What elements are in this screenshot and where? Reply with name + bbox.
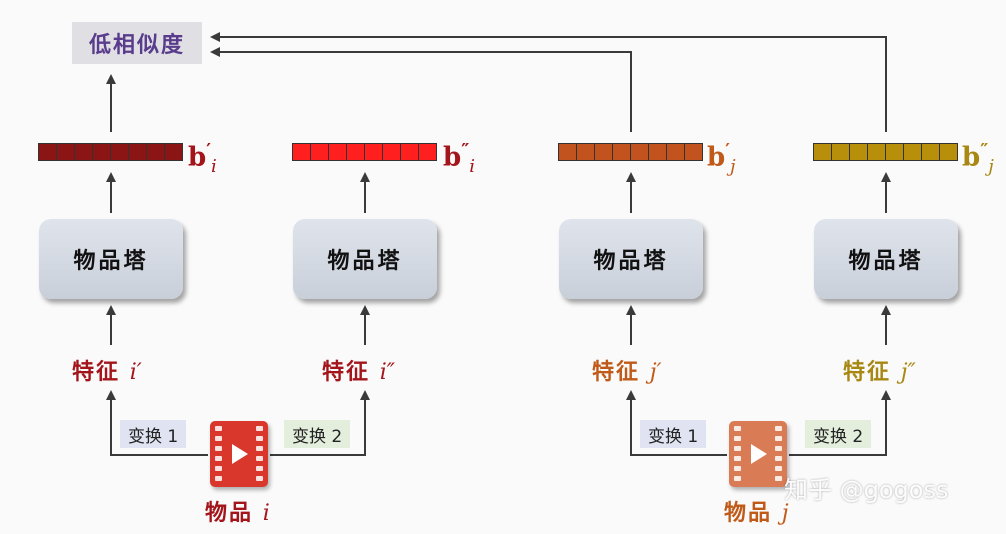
vector-cell xyxy=(401,144,419,160)
vector-cell xyxy=(75,144,93,160)
vector-cell xyxy=(93,144,111,160)
video-film-icon-j xyxy=(729,421,787,487)
arrow-bj2-to-result xyxy=(210,32,887,132)
vector-cell xyxy=(57,144,75,160)
vector-cell xyxy=(293,144,311,160)
item-tower-i1: 物品塔 xyxy=(39,219,183,299)
vector-cell xyxy=(667,144,685,160)
vector-cell xyxy=(940,144,957,160)
vector-cell xyxy=(365,144,383,160)
vector-cell xyxy=(111,144,129,160)
vector-cell xyxy=(165,144,182,160)
feature-i-prime: 特征 i′ xyxy=(72,360,142,385)
watermark-text: 知乎 @gogoss xyxy=(784,476,949,504)
transform-2-label-i: 变换 2 xyxy=(284,420,351,448)
vector-cell xyxy=(595,144,613,160)
vector-cell xyxy=(832,144,850,160)
play-icon xyxy=(232,444,248,464)
vector-cell xyxy=(559,144,577,160)
low-similarity-box: 低相似度 xyxy=(72,22,202,64)
arrow-item-i-transform1 xyxy=(106,390,208,456)
vector-cell xyxy=(904,144,922,160)
vector-bi-prime xyxy=(38,143,183,161)
vector-label-bj-prime: b′j xyxy=(707,140,736,177)
arrow-item-i-transform2 xyxy=(270,390,370,456)
vector-cell xyxy=(311,144,329,160)
item-label-j: 物品 j xyxy=(724,501,791,526)
vector-cell xyxy=(347,144,365,160)
video-film-icon-i xyxy=(210,421,268,487)
feature-i-double-prime: 特征 i″ xyxy=(322,360,395,385)
transform-1-label-j: 变换 1 xyxy=(640,420,707,448)
item-tower-i2: 物品塔 xyxy=(293,219,437,299)
transform-2-label-j: 变换 2 xyxy=(805,420,872,448)
vector-cell xyxy=(922,144,940,160)
vector-cell xyxy=(39,144,57,160)
vector-cell xyxy=(850,144,868,160)
vector-cell xyxy=(129,144,147,160)
arrow-item-j-transform1 xyxy=(626,390,727,456)
vector-bj-prime xyxy=(558,143,703,161)
vector-cell xyxy=(329,144,347,160)
vector-cell xyxy=(147,144,165,160)
vector-bj-double-prime xyxy=(813,143,958,161)
feature-j-double-prime: 特征 j″ xyxy=(843,360,916,385)
arrow-bj1-to-result xyxy=(210,47,632,132)
vector-cell xyxy=(868,144,886,160)
vector-cell xyxy=(814,144,832,160)
feature-j-prime: 特征 j′ xyxy=(592,360,662,385)
vector-cell xyxy=(383,144,401,160)
play-icon xyxy=(751,444,767,464)
item-label-i: 物品 i xyxy=(205,501,272,526)
transform-1-label-i: 变换 1 xyxy=(120,420,187,448)
arrow-item-j-transform2 xyxy=(789,390,891,456)
vector-cell xyxy=(613,144,631,160)
vector-cell xyxy=(419,144,436,160)
vector-label-bi-prime: b′i xyxy=(188,140,217,177)
vector-cell xyxy=(886,144,904,160)
item-tower-j2: 物品塔 xyxy=(814,219,958,299)
vector-cell xyxy=(685,144,702,160)
item-tower-j1: 物品塔 xyxy=(559,219,703,299)
vector-cell xyxy=(649,144,667,160)
vector-label-bj-double-prime: b″j xyxy=(962,140,994,177)
vector-bi-double-prime xyxy=(292,143,437,161)
vector-cell xyxy=(631,144,649,160)
vector-label-bi-double-prime: b″i xyxy=(443,140,475,177)
vector-cell xyxy=(577,144,595,160)
